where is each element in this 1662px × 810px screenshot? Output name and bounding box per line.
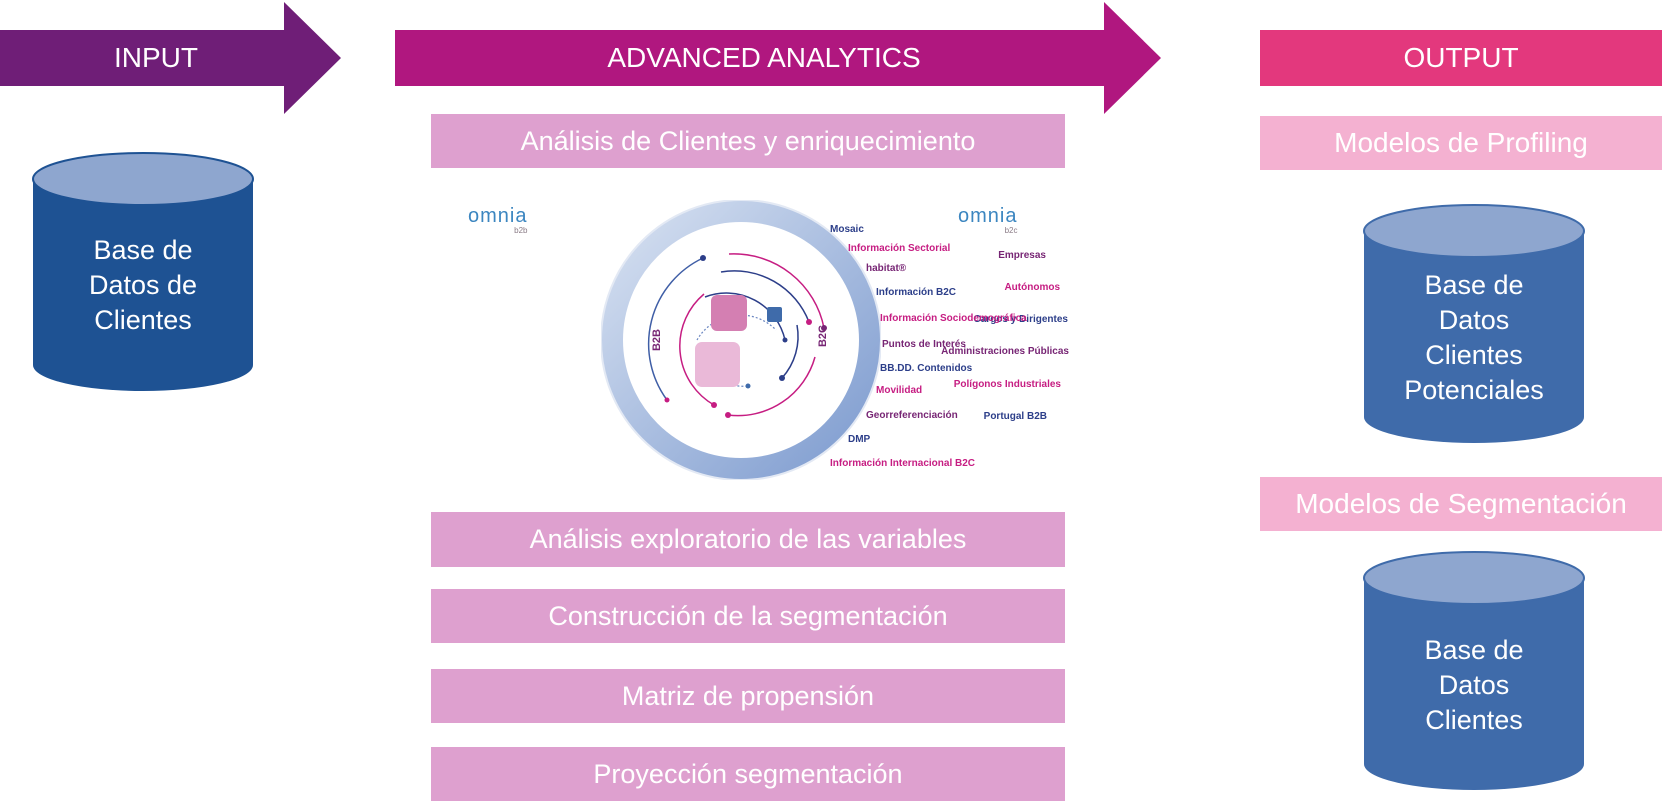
input-arrow [0,2,341,114]
b2c-item: habitat® [866,263,907,274]
potential-clients-database-label: Base de Datos Clientes Potenciales [1363,268,1585,408]
b2c-item: Información B2C [876,287,957,298]
arc-navy-1 [720,270,810,323]
square-magenta [711,295,747,331]
input-database-cylinder: Base de Datos de Clientes [32,152,254,392]
input-title: INPUT [114,42,198,73]
b2c-item: DMP [848,434,871,445]
b2b-item: Empresas [998,250,1046,261]
arc-purple-1 [727,356,816,417]
database-icon [32,152,254,391]
input-database-label: Base de Datos de Clientes [32,233,254,338]
arc-b2b-outer [647,257,704,401]
step-exploratory-analysis: Análisis exploratorio de las variables [431,512,1065,567]
logo-word: omnia [958,205,1018,227]
database-icon [1363,204,1585,443]
step-segmentation-projection: Proyección segmentación [431,747,1065,801]
step-propensity-matrix: Matriz de propensión [431,669,1065,723]
b2c-item: Movilidad [876,385,923,396]
label-line: Datos de [88,270,198,300]
b2c-item: Información Sectorial [848,243,951,254]
b2b-item: Polígonos Industriales [953,379,1061,390]
b2c-item: Georreferenciación [866,410,958,421]
arc-navy-3 [781,324,799,379]
step-client-analysis: Análisis de Clientes y enriquecimiento [431,114,1065,168]
arc-magenta-2 [679,293,715,406]
label-line: Base de [93,235,193,265]
step-segmentation-build: Construcción de la segmentación [431,589,1065,643]
square-blue [767,307,782,322]
potential-clients-database-cylinder: Base de Datos Clientes Potenciales [1363,204,1585,444]
label-line: Datos [1438,670,1510,700]
analytics-title: ADVANCED ANALYTICS [607,42,921,73]
b2c-item: Mosaic [830,224,864,235]
omnia-b2b-logo: omnia b2b [468,206,527,235]
arc-magenta-1 [728,253,825,329]
outer-ring [601,200,881,480]
arc-navy-2 [704,292,786,341]
omnia-b2c-logo: omnia b2c [958,206,1017,235]
label-line: Clientes [1425,340,1523,370]
output-title: OUTPUT [1403,42,1519,73]
b2b-item: Administraciones Públicas [941,346,1069,357]
label-line: Datos [1438,305,1510,335]
label-line: Clientes [94,305,192,335]
b2b-item: Autónomos [1004,282,1060,293]
profiling-models-box: Modelos de Profiling [1260,116,1662,170]
database-icon [1363,551,1585,790]
logo-sub: b2b [514,226,528,235]
omnia-ring-diagram: B2B B2C [601,200,881,480]
analytics-arrow [395,2,1161,114]
b2b-item: Cargos y Dirigentes [973,314,1068,325]
logo-sub: b2c [1004,226,1018,235]
b2b-item: Portugal B2B [983,411,1047,422]
square-pink [695,342,740,387]
label-line: Base de [1424,635,1524,665]
ring-label-b2b: B2B [651,329,663,351]
label-line: Clientes [1425,705,1523,735]
logo-word: omnia [468,205,528,227]
label-line: Potenciales [1404,375,1544,405]
b2c-item: BB.DD. Contenidos [880,363,973,374]
output-bar [1260,30,1662,86]
label-line: Base de [1424,270,1524,300]
b2c-item: Puntos de Interés [882,339,966,350]
ring-label-b2c: B2C [817,325,829,347]
segmentation-models-box: Modelos de Segmentación [1260,477,1662,531]
b2c-item: Información Internacional B2C [830,458,976,469]
clients-database-label: Base de Datos Clientes [1363,633,1585,738]
b2c-item: Información Sociodemográfica [880,313,1027,324]
clients-database-cylinder: Base de Datos Clientes [1363,551,1585,791]
